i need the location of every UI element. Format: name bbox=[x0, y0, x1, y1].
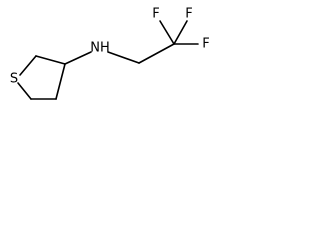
bond-c2-c3 bbox=[35, 55, 66, 65]
bond-ch2-cf3 bbox=[138, 43, 175, 64]
structure-diagram: S NH F F F bbox=[10, 7, 210, 100]
amine-label: NH bbox=[90, 41, 110, 56]
bond-c-f-top-left bbox=[159, 20, 175, 45]
fluorine-label-right: F bbox=[202, 37, 209, 52]
bond-c-f-top-right bbox=[173, 20, 188, 45]
fluorine-label-top-left: F bbox=[152, 7, 159, 22]
bond-s-c2 bbox=[19, 55, 37, 76]
bond-c5-s bbox=[17, 82, 32, 100]
bond-n-ch2 bbox=[107, 51, 140, 64]
bond-c3-c4 bbox=[55, 63, 66, 100]
bond-c3-n bbox=[64, 51, 92, 65]
sulfur-label: S bbox=[10, 72, 18, 87]
fluorine-label-top-right: F bbox=[185, 7, 192, 22]
